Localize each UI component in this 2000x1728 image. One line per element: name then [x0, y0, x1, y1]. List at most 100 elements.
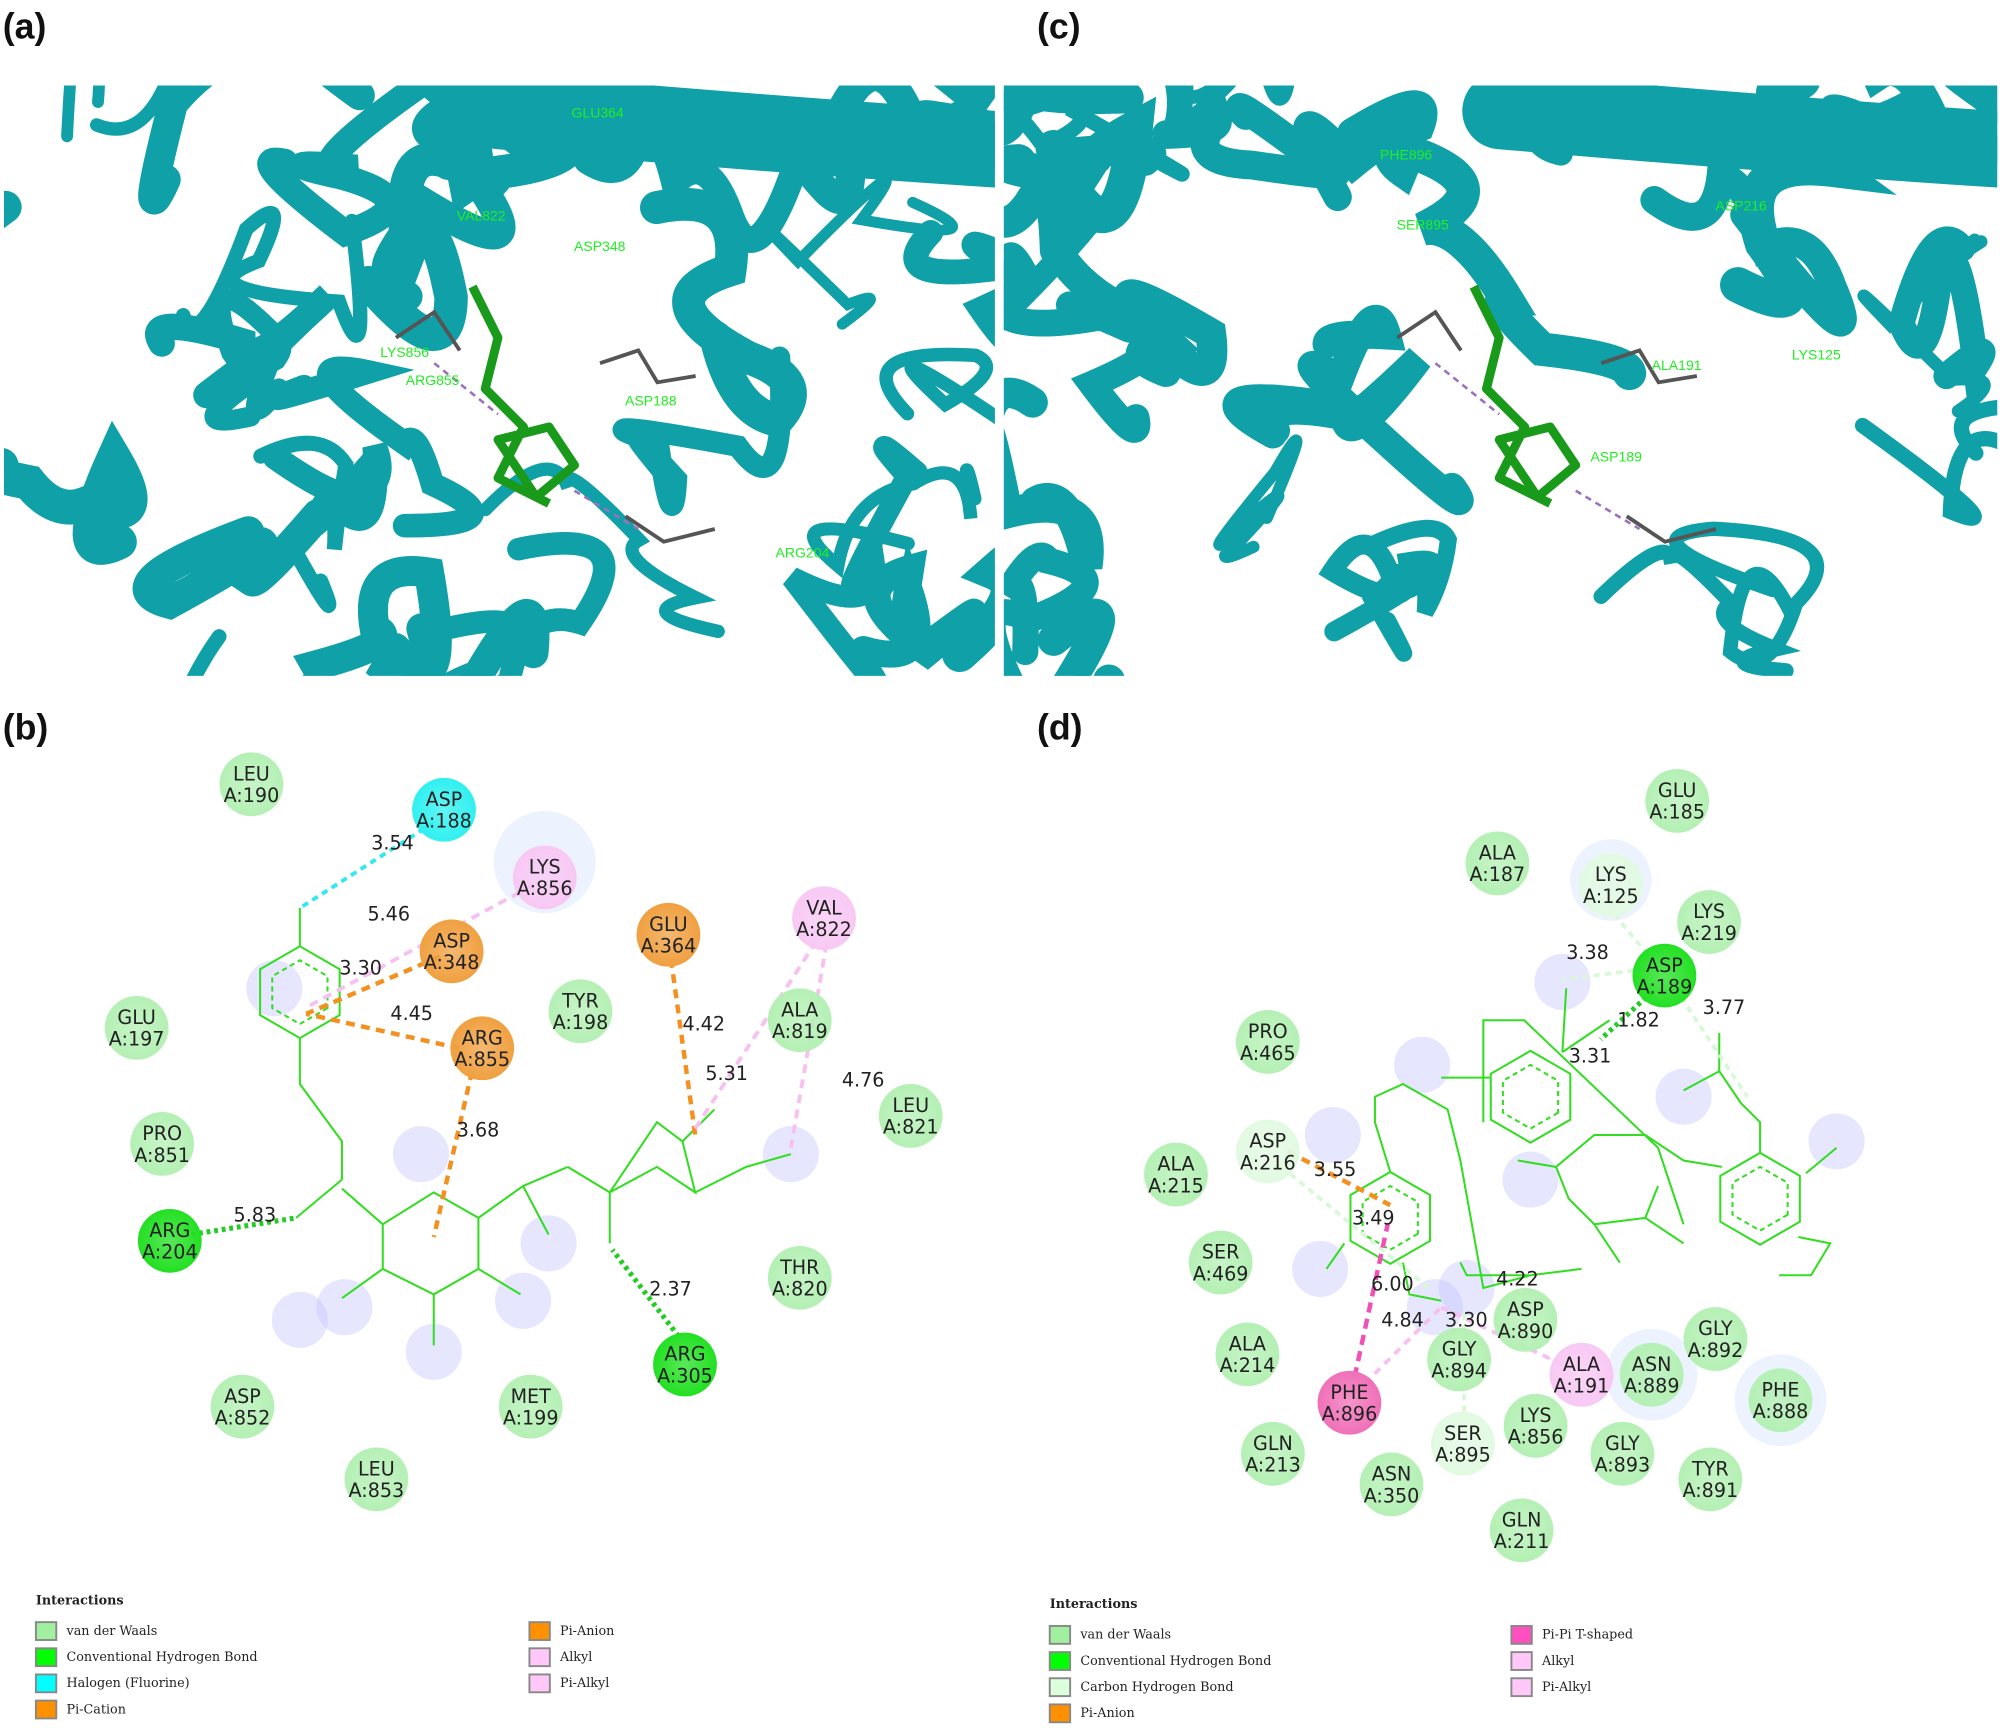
- distance-label: 4.45: [390, 1002, 433, 1025]
- legend-label: Pi-Anion: [560, 1624, 614, 1639]
- residue-id: A:856: [517, 877, 573, 900]
- solvent-halo: [1534, 953, 1591, 1011]
- halogen-interaction: [298, 820, 435, 910]
- residue-disc: [412, 777, 476, 842]
- residue-name: LEU: [892, 1094, 929, 1117]
- residue-disc: [792, 886, 856, 951]
- distance-label: 2.37: [649, 1278, 692, 1301]
- aromatic-circle: [1501, 1063, 1560, 1130]
- residue-id: A:465: [1240, 1042, 1296, 1065]
- residue-disc: [1235, 1010, 1300, 1074]
- legend-label: Pi-Alkyl: [560, 1676, 609, 1691]
- residue-name: ALA: [781, 998, 818, 1021]
- distance-label: 3.54: [371, 831, 414, 854]
- residue-id: A:888: [1753, 1400, 1809, 1423]
- legend-item: van der Waals: [34, 1621, 157, 1641]
- legend-swatch: [1048, 1651, 1072, 1671]
- legend-swatch: [528, 1673, 551, 1694]
- helix-ribbon: [204, 289, 292, 431]
- residue-label-3d: ARG204: [776, 544, 830, 560]
- residue-disc: [1549, 1342, 1614, 1407]
- helix-ribbon: [612, 346, 792, 516]
- ligand-bonds: [1325, 988, 1838, 1302]
- residue-id: A:893: [1595, 1454, 1651, 1477]
- residue-disc: [1359, 1452, 1424, 1517]
- residue-disc: [1578, 853, 1643, 917]
- solvent-halo: [1655, 1068, 1712, 1125]
- residue-id: A:215: [1148, 1174, 1204, 1197]
- distance-label: 4.76: [842, 1069, 885, 1092]
- residue-sticks: [1396, 309, 1717, 544]
- residue-id: A:214: [1220, 1354, 1276, 1377]
- residue-disc: [219, 752, 284, 817]
- helix-ribbon: [640, 187, 807, 439]
- legend-swatch: [34, 1673, 58, 1694]
- residue-id: A:213: [1245, 1454, 1301, 1477]
- helix-ribbon: [1640, 152, 1857, 337]
- solvent-halo: [1406, 1279, 1463, 1336]
- aromatic-circle: [271, 959, 329, 1026]
- helix-ribbon: [1297, 305, 1474, 516]
- residue-id: A:891: [1683, 1479, 1739, 1502]
- residue-disc: [1431, 1411, 1495, 1476]
- helix-ribbon: [1003, 258, 1167, 443]
- residue-disc: [1632, 943, 1697, 1008]
- solvent-halo: [494, 1272, 552, 1329]
- legend-swatch: [1048, 1677, 1072, 1698]
- residue-disc: [1235, 1119, 1300, 1184]
- legend-swatch: [1510, 1677, 1533, 1698]
- residue-name: ASP: [426, 788, 463, 811]
- distance-label: 3.30: [339, 956, 382, 979]
- residue-name: ASN: [1632, 1353, 1671, 1376]
- legend-label: Carbon Hydrogen Bond: [1080, 1680, 1233, 1695]
- helix-ribbon: [1405, 139, 1647, 391]
- helix-ribbon: [89, 85, 173, 136]
- residue-disc: [767, 988, 832, 1053]
- residue-disc: [1590, 1421, 1655, 1486]
- residue-disc: [130, 1112, 195, 1176]
- residue-disc: [1317, 1370, 1382, 1435]
- residue-id: A:125: [1583, 885, 1639, 908]
- residue-name: MET: [511, 1385, 552, 1408]
- residue-id: A:896: [1322, 1403, 1378, 1426]
- panel-label-c: (c): [1037, 6, 1081, 46]
- distance-label: 5.83: [234, 1204, 277, 1227]
- helix-ribbon: [1593, 544, 1802, 676]
- pi-cation-interaction: [305, 1011, 460, 1051]
- residue-id: A:856: [1508, 1426, 1564, 1449]
- legend-item: Pi-Anion: [1048, 1703, 1135, 1724]
- residue-label-3d: ASP188: [625, 393, 677, 409]
- residue-label-3d: ALA191: [1652, 357, 1702, 373]
- alkyl-interaction: [788, 943, 829, 1149]
- legend-swatch: [1510, 1625, 1533, 1645]
- helix-ribbon: [293, 556, 452, 676]
- helix-ribbon: [410, 85, 545, 215]
- residue-name: ALA: [1479, 842, 1516, 865]
- residue-id: A:890: [1498, 1320, 1554, 1343]
- residue-id: A:892: [1688, 1339, 1744, 1362]
- legend-item: Pi-Cation: [34, 1699, 126, 1720]
- residue-disc: [344, 1447, 409, 1512]
- solvent-halo: [246, 960, 303, 1017]
- residue-id: A:819: [772, 1020, 828, 1043]
- interaction-lines: [433, 362, 639, 531]
- pi-cation-interaction: [431, 1070, 475, 1238]
- residue-disc: [1748, 1368, 1813, 1433]
